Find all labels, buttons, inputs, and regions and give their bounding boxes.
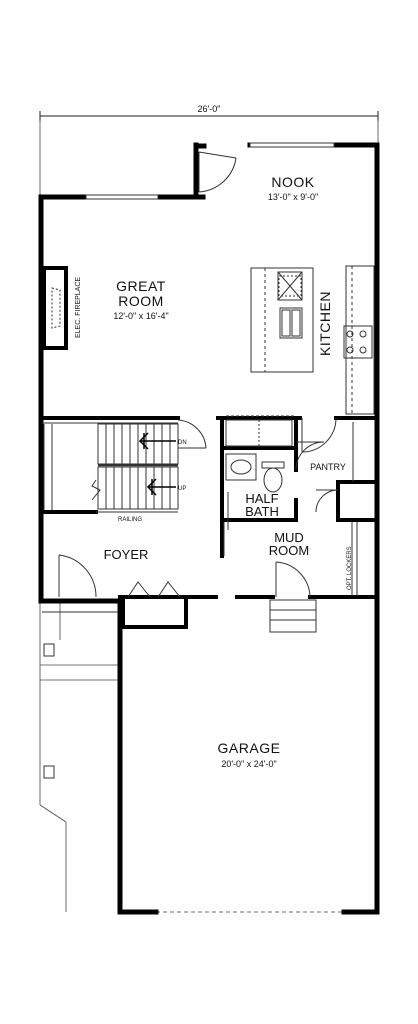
- half-bath-fixtures: [225, 441, 325, 493]
- nook-size: 13'-0" x 9'-0": [268, 192, 318, 202]
- lockers-label: OPT. LOCKERS: [347, 546, 353, 590]
- half-bath-label-line2: BATH: [245, 504, 279, 519]
- stair-down-label: DN: [178, 440, 187, 446]
- mudroom-garage-door: [275, 561, 311, 598]
- half-bath-label-line1: HALF: [245, 491, 278, 506]
- exterior-walls: [38, 142, 380, 915]
- fireplace-label: ELEC. FIREPLACE: [75, 277, 82, 338]
- nook-door: [198, 151, 237, 193]
- shelf-cabinet: [225, 419, 293, 447]
- half-bath-door: [223, 492, 229, 556]
- entry-steps: [42, 611, 118, 779]
- pantry-door: [301, 417, 337, 453]
- nook-label: NOOK: [271, 174, 314, 190]
- garage-size: 20'-0" x 24'-0": [221, 759, 276, 769]
- extension-lines: [39, 120, 379, 913]
- thin-partitions: [42, 415, 358, 596]
- stair-arrows: [138, 432, 176, 496]
- dimension-line: [39, 111, 379, 121]
- mudroom-closet-door: [315, 489, 339, 513]
- stair-closet-door: [177, 419, 207, 449]
- mud-room-label-line2: ROOM: [269, 543, 309, 558]
- interior-walls: [39, 416, 379, 629]
- overall-dimension-label: 26'-0": [198, 104, 221, 114]
- garage-steps: [269, 599, 317, 633]
- pantry-label: PANTRY: [310, 462, 346, 472]
- front-door: [58, 554, 97, 598]
- great-room-label-line1: GREAT: [116, 278, 166, 294]
- kitchen-island: [250, 267, 314, 373]
- railing-label: RAILING: [118, 517, 142, 523]
- foyer-closet-doors: [127, 581, 181, 598]
- foyer-label: FOYER: [104, 547, 149, 562]
- garage-label: GARAGE: [218, 740, 281, 756]
- kitchen-counter: [343, 265, 375, 415]
- stair-up-label: UP: [178, 486, 186, 492]
- great-room-label-line2: ROOM: [118, 293, 164, 309]
- fireplace: [42, 266, 68, 350]
- windows: [85, 142, 335, 200]
- great-room-size: 12'-0" x 16'-4": [113, 311, 168, 321]
- stairs: [43, 423, 179, 513]
- kitchen-label: KITCHEN: [317, 291, 333, 356]
- mud-room-label-line1: MUD: [274, 530, 304, 545]
